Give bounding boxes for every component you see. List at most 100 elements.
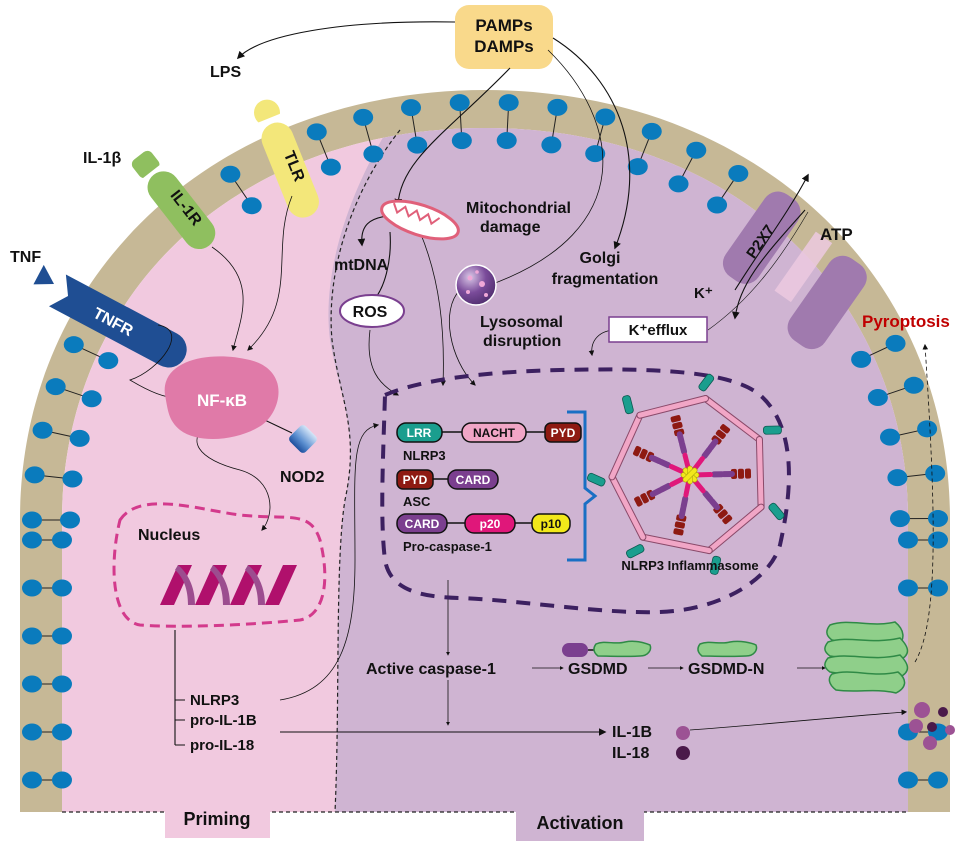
- pamps-damps-box[interactable]: [455, 5, 553, 69]
- activation-tag-label: Activation: [536, 813, 623, 833]
- pyroptosis-label: Pyroptosis: [862, 312, 950, 331]
- lipid-head: [22, 511, 42, 529]
- lrr-domain: [622, 395, 634, 415]
- lipid-head: [925, 464, 946, 482]
- inflammasome-boundary: [380, 367, 791, 615]
- domain-p10: p10: [541, 517, 562, 531]
- arrow-il1r-nfkb: [211, 246, 244, 352]
- k-efflux-box[interactable]: [608, 316, 708, 343]
- lipid-head: [22, 675, 42, 693]
- lipid-head: [60, 511, 80, 529]
- lipid-head: [69, 429, 90, 447]
- il1r-receptor[interactable]: IL-1R: [126, 146, 221, 256]
- pyd-domain: [717, 509, 728, 519]
- lipid-head: [898, 771, 918, 789]
- lipid-head: [45, 378, 66, 396]
- lrr-domain: [768, 502, 785, 521]
- tnf-label: TNF: [10, 249, 41, 266]
- nlrp3-inflammasome-complex[interactable]: [586, 373, 785, 575]
- lrr-domain: [698, 373, 715, 392]
- p2x7-receptor-subunit: [787, 255, 867, 350]
- asc-protein[interactable]: PYD CARD: [396, 469, 499, 490]
- card-domain: [710, 471, 725, 478]
- domain-lrr: LRR: [407, 426, 432, 440]
- arrow-nucleus-genes: [174, 630, 185, 746]
- nacht-ring-segment: [637, 396, 708, 418]
- nod2-icon[interactable]: [287, 423, 318, 454]
- arrow-pamps-lps: [236, 21, 456, 60]
- pyd-domain: [640, 493, 649, 504]
- lipid-head: [363, 145, 384, 163]
- gsdmd-protein-icon: [562, 640, 652, 658]
- p2x7-channel: [774, 231, 833, 303]
- golgi-label-1: Golgi: [580, 250, 621, 267]
- lipid-head: [917, 420, 938, 438]
- domain-card-casp: CARD: [405, 517, 440, 531]
- lrr-domain: [586, 472, 606, 487]
- nlrp3-protein[interactable]: LRR NACHT PYD: [396, 422, 582, 443]
- lysosomal-label-1: Lysosomal: [480, 314, 563, 331]
- arrow-il-release: [689, 709, 908, 731]
- il18-mature-label: IL-18: [612, 745, 649, 762]
- pyd-domain: [744, 468, 752, 479]
- lipid-head: [62, 470, 83, 488]
- tlr-receptor[interactable]: TLR: [247, 95, 323, 223]
- nucleus-label: Nucleus: [138, 527, 200, 544]
- p20-domain: [668, 464, 686, 475]
- lipid-head: [24, 466, 45, 484]
- lipid-head: [889, 510, 910, 528]
- mito-damage-label-1: Mitochondrial: [466, 200, 571, 217]
- il1b-ligand-label: IL-1β: [83, 150, 121, 167]
- p20-domain: [683, 479, 692, 498]
- dna-helix-icon: [160, 565, 297, 605]
- lrr-domain: [762, 425, 782, 435]
- lipid-head: [353, 108, 374, 126]
- lipid-head: [63, 336, 84, 354]
- pamps-label: PAMPs: [475, 16, 532, 35]
- gsdmd-pore-icon: [824, 621, 909, 694]
- lipid-head: [898, 531, 918, 549]
- il1b-mature-label: IL-1B: [612, 724, 652, 741]
- nfkb-blob[interactable]: [164, 356, 279, 440]
- lipid-head: [887, 469, 908, 487]
- procaspase1-protein[interactable]: CARD p20 p10: [396, 513, 571, 534]
- tnfr-receptor[interactable]: TNFR: [28, 263, 193, 374]
- p20-domain: [682, 452, 691, 471]
- lipid-head: [898, 579, 918, 597]
- priming-tag-label: Priming: [183, 809, 250, 829]
- atp-label: ATP: [820, 225, 853, 244]
- il18-dot: [676, 746, 690, 760]
- p20-domain: [694, 471, 713, 478]
- p2x7-receptor[interactable]: P2X7: [717, 185, 807, 290]
- golgi-label-2: fragmentation: [552, 271, 659, 288]
- card-domain: [657, 458, 672, 469]
- p10-domain: [682, 467, 698, 483]
- lipid-head: [595, 108, 616, 126]
- lipid-bilayer: [22, 94, 948, 789]
- nacht-ring-segment: [640, 534, 712, 554]
- ros-bubble[interactable]: [339, 294, 405, 328]
- nacht-ring-segment: [756, 436, 764, 510]
- activation-tag[interactable]: [516, 803, 644, 841]
- card-domain: [680, 495, 689, 510]
- card-domain: [679, 440, 688, 455]
- lipid-head: [52, 627, 72, 645]
- arrow-tnfr-nfkb: [129, 324, 180, 401]
- lipid-head: [52, 579, 72, 597]
- lipid-head: [22, 723, 42, 741]
- mtdna-label: mtDNA: [334, 257, 389, 274]
- card-domain: [702, 490, 714, 503]
- lipid-head: [867, 389, 888, 407]
- lipid-head: [449, 94, 470, 112]
- pyd-domain: [673, 528, 684, 536]
- arrow-tlr-nfkb: [247, 195, 293, 351]
- lipid-head: [541, 136, 562, 154]
- arrow-nlrp3-gene-inflammasome: [279, 423, 380, 701]
- nlrp3-name: NLRP3: [403, 448, 446, 463]
- lipid-head: [320, 158, 341, 176]
- priming-tag[interactable]: [165, 800, 270, 838]
- arrow-p2x7-out: [734, 173, 809, 291]
- gsdmd-label: GSDMD: [568, 661, 628, 678]
- card-domain: [701, 446, 713, 459]
